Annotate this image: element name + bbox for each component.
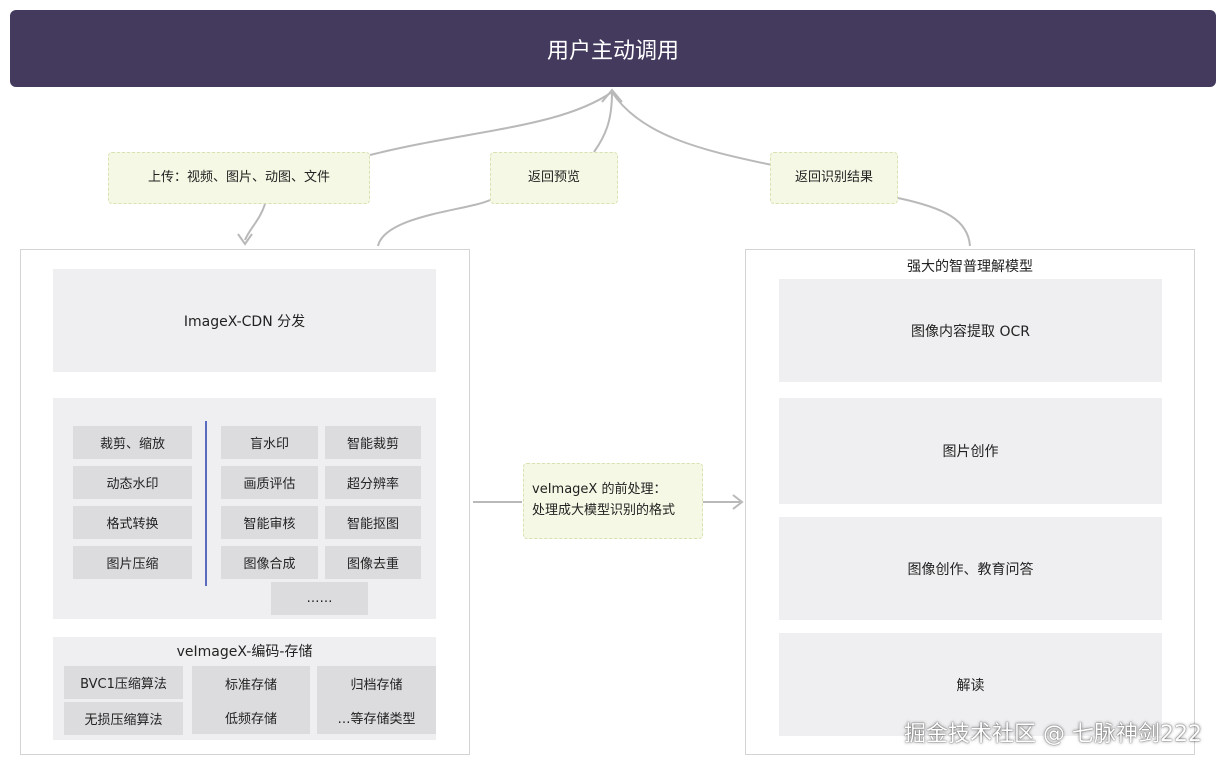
juejin-watermark: 掘金技术社区 @ 七脉神剑222 xyxy=(904,716,1202,748)
chip-label: 图像合成 xyxy=(243,557,296,572)
processing-chip: 画质评估 xyxy=(221,466,318,499)
capability-label: 图片创作 xyxy=(942,444,999,460)
codec-chip: 无损压缩算法 xyxy=(64,702,183,735)
preprocess-note: veImageX 的前处理： 处理成大模型识别的格式 xyxy=(523,463,703,539)
model-title-label: 强大的智普理解模型 xyxy=(907,259,1033,275)
upload-note-text: 上传：视频、图片、动图、文件 xyxy=(147,169,330,185)
cdn-block: ImageX-CDN 分发 xyxy=(53,269,436,372)
model-capability-block: 解读 xyxy=(779,633,1162,736)
capability-label: 图像创作、教育问答 xyxy=(907,561,1034,578)
preprocess-note-line2: 处理成大模型识别的格式 xyxy=(532,503,676,518)
watermark-text: 掘金技术社区 @ 七脉神剑222 xyxy=(904,722,1202,747)
chip-label: 盲水印 xyxy=(249,437,289,452)
codec-chip: BVC1压缩算法 xyxy=(64,666,183,699)
chip-label: …等存储类型 xyxy=(337,711,416,727)
preprocess-note-line1: veImageX 的前处理： xyxy=(532,482,667,498)
processing-chip: 裁剪、缩放 xyxy=(73,426,192,459)
capability-label: 解读 xyxy=(956,677,985,694)
capability-label: 图像内容提取 OCR xyxy=(911,323,1030,340)
chip-label: 动态水印 xyxy=(106,477,159,492)
chip-label: 画质评估 xyxy=(243,477,296,492)
result-to-banner-line xyxy=(611,91,773,166)
chip-label: 无损压缩算法 xyxy=(84,713,163,728)
storage-tier-group: 标准存储 低频存储 xyxy=(192,666,310,734)
chip-label: 超分辨率 xyxy=(346,477,399,492)
processing-chip: 格式转换 xyxy=(73,506,192,539)
storage-title: veImageX-编码-存储 xyxy=(53,640,436,662)
processing-chip: 盲水印 xyxy=(221,426,318,459)
cdn-label: ImageX-CDN 分发 xyxy=(183,313,306,330)
processing-chip: 智能抠图 xyxy=(325,506,421,539)
processing-chip: 智能审核 xyxy=(221,506,318,539)
model-panel-title: 强大的智普理解模型 xyxy=(745,254,1195,278)
chip-label: 裁剪、缩放 xyxy=(99,437,165,452)
chip-label: BVC1压缩算法 xyxy=(80,677,167,692)
panel-arrowhead xyxy=(237,233,253,246)
chip-label: 智能裁剪 xyxy=(346,437,399,452)
result-note-text: 返回识别结果 xyxy=(794,169,873,185)
panel-to-result-line xyxy=(897,197,971,247)
chip-label: 智能审核 xyxy=(243,517,296,532)
processing-chip: 图像去重 xyxy=(325,546,421,579)
chip-label: 标准存储 xyxy=(224,677,277,693)
chip-label: 格式转换 xyxy=(106,517,159,532)
chip-label: 图像去重 xyxy=(346,557,399,572)
model-capability-block: 图像创作、教育问答 xyxy=(779,517,1162,620)
storage-tier-group: 归档存储 …等存储类型 xyxy=(317,666,436,734)
banner-arrowhead xyxy=(601,88,623,103)
user-invoke-banner: 用户主动调用 xyxy=(10,10,1216,87)
chip-label: 归档存储 xyxy=(350,677,403,693)
result-note: 返回识别结果 xyxy=(770,152,898,204)
banner-title: 用户主动调用 xyxy=(546,38,679,64)
processing-chip: 动态水印 xyxy=(73,466,192,499)
processing-chip: 图片压缩 xyxy=(73,546,192,579)
upload-note: 上传：视频、图片、动图、文件 xyxy=(108,152,370,204)
preview-note: 返回预览 xyxy=(490,152,618,204)
chip-label: 图片压缩 xyxy=(106,557,159,572)
processing-divider xyxy=(205,421,207,586)
preview-note-text: 返回预览 xyxy=(527,169,580,185)
chip-label: 智能抠图 xyxy=(346,517,399,532)
model-capability-block: 图片创作 xyxy=(779,398,1162,504)
processing-chip-more: …… xyxy=(271,582,368,615)
storage-title-label: veImageX-编码-存储 xyxy=(176,644,313,660)
right-arrowhead xyxy=(732,494,744,510)
model-capability-block: 图像内容提取 OCR xyxy=(779,279,1162,382)
processing-chip: 超分辨率 xyxy=(325,466,421,499)
chip-label: 低频存储 xyxy=(224,711,277,727)
processing-chip: 图像合成 xyxy=(221,546,318,579)
upload-to-banner-line xyxy=(369,91,613,156)
upload-to-panel-line xyxy=(244,203,266,241)
preview-to-banner-line xyxy=(593,91,613,153)
panel-to-preview-line xyxy=(377,199,491,247)
processing-chip: 智能裁剪 xyxy=(325,426,421,459)
chip-label: …… xyxy=(306,591,333,606)
